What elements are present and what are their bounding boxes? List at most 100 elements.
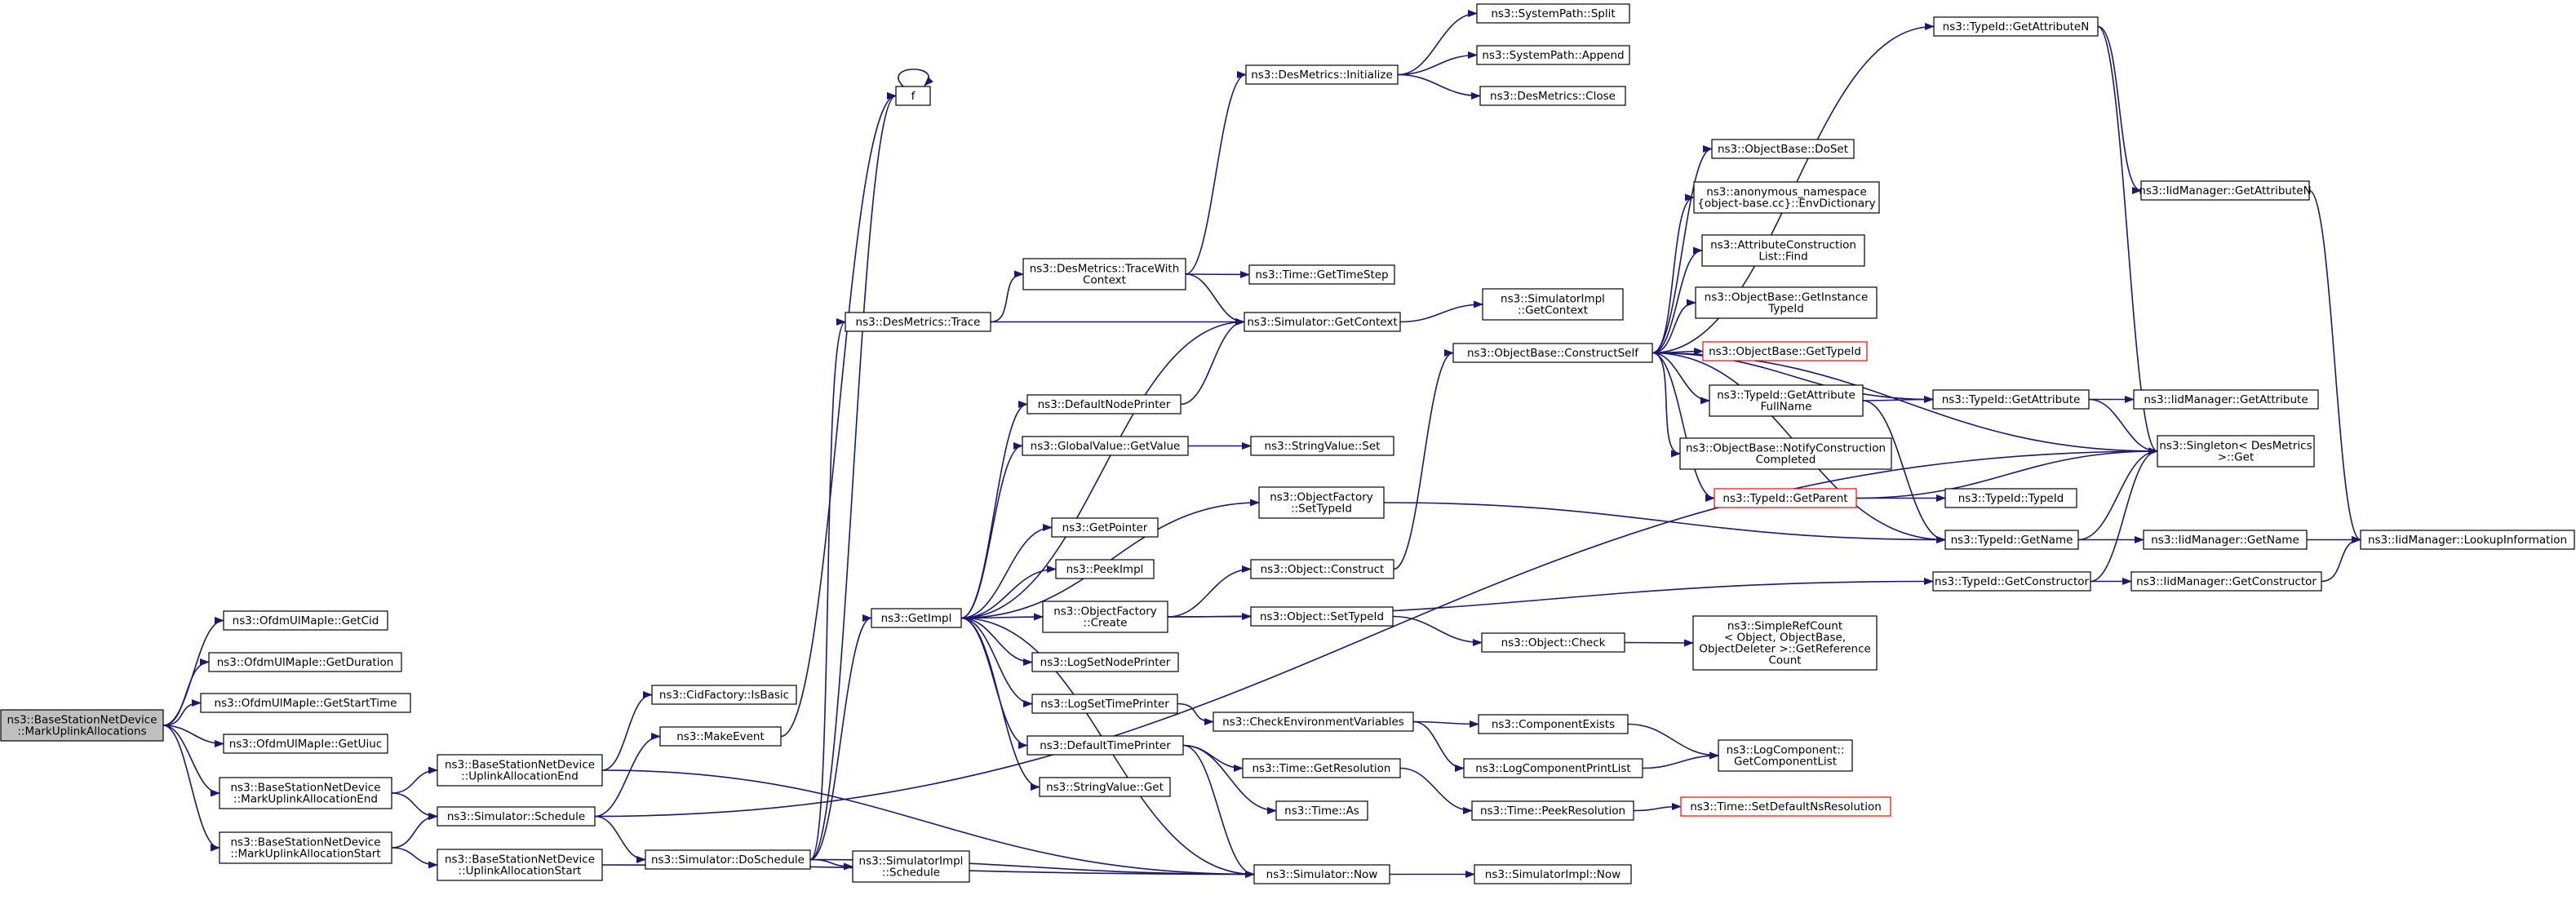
node-ulallocstart[interactable]: ns3::BaseStationNetDevice::UplinkAllocat… <box>437 849 603 881</box>
edge-root-to-getduration <box>162 658 210 726</box>
node-simgetcontext[interactable]: ns3::Simulator::GetContext <box>1244 312 1401 332</box>
node-getcid[interactable]: ns3::OfdmUlMapIe::GetCid <box>223 610 388 631</box>
node-iidgetattrn[interactable]: ns3::IidManager::GetAttributeN <box>2139 180 2312 201</box>
node-typeidgetattr[interactable]: ns3::TypeId::GetAttribute <box>1932 389 2090 410</box>
node-getparent[interactable]: ns3::TypeId::GetParent <box>1714 488 1857 508</box>
edge-ofsettypeid-to-typeidgetname <box>1383 502 1946 543</box>
node-logsettimeprinter[interactable]: ns3::LogSetTimePrinter <box>1031 694 1178 714</box>
edge-ulallocend-to-cidisbasic <box>601 691 653 771</box>
node-envdict[interactable]: ns3::anonymous_namespace{object-base.cc}… <box>1693 181 1880 214</box>
edge-defaulttimeprinter-to-timeas <box>1182 744 1277 814</box>
node-schedule[interactable]: ns3::Simulator::Schedule <box>437 806 596 827</box>
node-checkenv[interactable]: ns3::CheckEnvironmentVariables <box>1213 711 1414 732</box>
node-stringvalueset[interactable]: ns3::StringValue::Set <box>1250 436 1394 456</box>
node-label: ns3::Object::Check <box>1501 636 1606 649</box>
node-box <box>2360 530 2575 550</box>
node-iidgetattr[interactable]: ns3::IidManager::GetAttribute <box>2133 389 2319 410</box>
node-timeas[interactable]: ns3::Time::As <box>1275 800 1368 821</box>
node-objsettypeid[interactable]: ns3::Object::SetTypeId <box>1250 606 1394 627</box>
node-cidisbasic[interactable]: ns3::CidFactory::IsBasic <box>651 685 797 705</box>
node-root: ns3::BaseStationNetDevice::MarkUplinkAll… <box>0 709 164 742</box>
node-doset[interactable]: ns3::ObjectBase::DoSet <box>1711 139 1855 159</box>
node-stringvalueget[interactable]: ns3::StringValue::Get <box>1039 777 1171 797</box>
node-componentexists[interactable]: ns3::ComponentExists <box>1478 714 1629 734</box>
node-typeidgetattrn[interactable]: ns3::TypeId::GetAttributeN <box>1933 16 2099 37</box>
edge-desinit-to-desclose <box>1397 73 1481 100</box>
node-label: ns3::Time::PeekResolution <box>1480 805 1625 818</box>
node-desinit[interactable]: ns3::DesMetrics::Initialize <box>1245 64 1399 85</box>
node-f[interactable]: f <box>895 86 931 106</box>
node-label: f <box>911 90 916 103</box>
node-iidlookup[interactable]: ns3::IidManager::LookupInformation <box>2360 530 2575 550</box>
node-label: ns3::BaseStationNetDevice <box>445 759 595 772</box>
node-typeidgetname[interactable]: ns3::TypeId::GetName <box>1944 530 2079 550</box>
node-box <box>1932 571 2091 592</box>
node-ofcreate[interactable]: ns3::ObjectFactory::Create <box>1042 601 1168 633</box>
node-label: ns3::Object::Construct <box>1261 563 1385 576</box>
node-peekimpl[interactable]: ns3::PeekImpl <box>1055 559 1155 579</box>
node-simplerefcount[interactable]: ns3::SimpleRefCount< Object, ObjectBase,… <box>1692 615 1878 671</box>
node-box <box>852 850 970 883</box>
node-destrace[interactable]: ns3::DesMetrics::Trace <box>845 312 991 332</box>
node-objconstruct[interactable]: ns3::Object::Construct <box>1250 559 1394 579</box>
node-gettimestep[interactable]: ns3::Time::GetTimeStep <box>1248 264 1395 285</box>
node-box <box>1039 777 1171 797</box>
node-box <box>895 86 931 106</box>
node-notifyconstr[interactable]: ns3::ObjectBase::NotifyConstructionCompl… <box>1679 437 1892 470</box>
node-getresolution[interactable]: ns3::Time::GetResolution <box>1242 758 1401 778</box>
node-defaulttimeprinter[interactable]: ns3::DefaultTimePrinter <box>1026 735 1184 756</box>
node-markstart[interactable]: ns3::BaseStationNetDevice::MarkUplinkAll… <box>219 831 392 864</box>
node-simnow[interactable]: ns3::Simulator::Now <box>1253 864 1390 884</box>
node-box <box>1031 652 1179 672</box>
node-box <box>1250 436 1394 456</box>
node-makeevent[interactable]: ns3::MakeEvent <box>659 726 782 747</box>
node-constructself[interactable]: ns3::ObjectBase::ConstructSelf <box>1452 343 1653 363</box>
node-iidgetname[interactable]: ns3::IidManager::GetName <box>2143 530 2308 550</box>
node-label: ns3::SimulatorImpl <box>1501 293 1605 306</box>
node-singletonget[interactable]: ns3::Singleton< DesMetrics >::Get <box>2157 435 2315 468</box>
edge-getattrfullname-to-typeidgetname <box>1862 400 1946 543</box>
node-box <box>1042 601 1168 633</box>
node-defaultnodeprinter[interactable]: ns3::DefaultNodePrinter <box>1026 394 1182 414</box>
node-syspathsplit[interactable]: ns3::SystemPath::Split <box>1476 3 1630 24</box>
node-globalgetvalue[interactable]: ns3::GlobalValue::GetValue <box>1022 436 1189 456</box>
node-label: Count <box>1768 654 1801 667</box>
node-doschedule[interactable]: ns3::Simulator::DoSchedule <box>645 849 811 870</box>
node-logsetnodeprinter[interactable]: ns3::LogSetNodePrinter <box>1031 652 1179 672</box>
node-box <box>223 610 388 631</box>
node-getimpl[interactable]: ns3::GetImpl <box>871 608 962 628</box>
node-getduration[interactable]: ns3::OfdmUlMapIe::GetDuration <box>208 652 402 672</box>
node-markend[interactable]: ns3::BaseStationNetDevice::MarkUplinkAll… <box>219 777 392 809</box>
node-typeidgetconstructor[interactable]: ns3::TypeId::GetConstructor <box>1932 571 2091 592</box>
node-label: ns3::BaseStationNetDevice <box>230 836 380 849</box>
node-peekresolution[interactable]: ns3::Time::PeekResolution <box>1471 800 1634 821</box>
node-ulallocend[interactable]: ns3::BaseStationNetDevice::UplinkAllocat… <box>437 754 603 787</box>
node-box <box>1275 800 1368 821</box>
edge-iidgetconstructor-to-iidlookup <box>2321 536 2361 583</box>
node-getuiuc[interactable]: ns3::OfdmUlMapIe::GetUiuc <box>223 734 388 754</box>
node-iidgetconstructor[interactable]: ns3::IidManager::GetConstructor <box>2130 571 2322 592</box>
node-desclose[interactable]: ns3::DesMetrics::Close <box>1479 86 1626 106</box>
edge-logsettimeprinter-to-checkenv <box>1177 703 1214 725</box>
node-label: ns3::CidFactory::IsBasic <box>659 689 789 702</box>
node-simimplgetcontext[interactable]: ns3::SimulatorImpl::GetContext <box>1482 288 1624 321</box>
node-box <box>1452 343 1653 363</box>
node-logcompgetlist[interactable]: ns3::LogComponent::GetComponentList <box>1718 739 1853 772</box>
node-label: ns3::SimpleRefCount <box>1727 620 1842 633</box>
node-objbasegettypeid[interactable]: ns3::ObjectBase::GetTypeId <box>1702 341 1868 361</box>
node-logcompprintlist[interactable]: ns3::LogComponentPrintList <box>1463 758 1643 778</box>
node-ofsettypeid[interactable]: ns3::ObjectFactory::SetTypeId <box>1258 486 1385 519</box>
node-getpointer[interactable]: ns3::GetPointer <box>1051 517 1159 538</box>
node-simimplschedule[interactable]: ns3::SimulatorImpl::Schedule <box>852 850 970 883</box>
node-typeidtypeid[interactable]: ns3::TypeId::TypeId <box>1944 488 2077 508</box>
node-objcheck[interactable]: ns3::Object::Check <box>1481 632 1625 653</box>
node-getstarttime[interactable]: ns3::OfdmUlMapIe::GetStartTime <box>200 693 411 713</box>
node-simimplnow[interactable]: ns3::SimulatorImpl::Now <box>1474 864 1632 884</box>
node-setdefaultnsres[interactable]: ns3::Time::SetDefaultNsResolution <box>1680 796 1891 817</box>
node-syspathappend[interactable]: ns3::SystemPath::Append <box>1476 45 1630 65</box>
